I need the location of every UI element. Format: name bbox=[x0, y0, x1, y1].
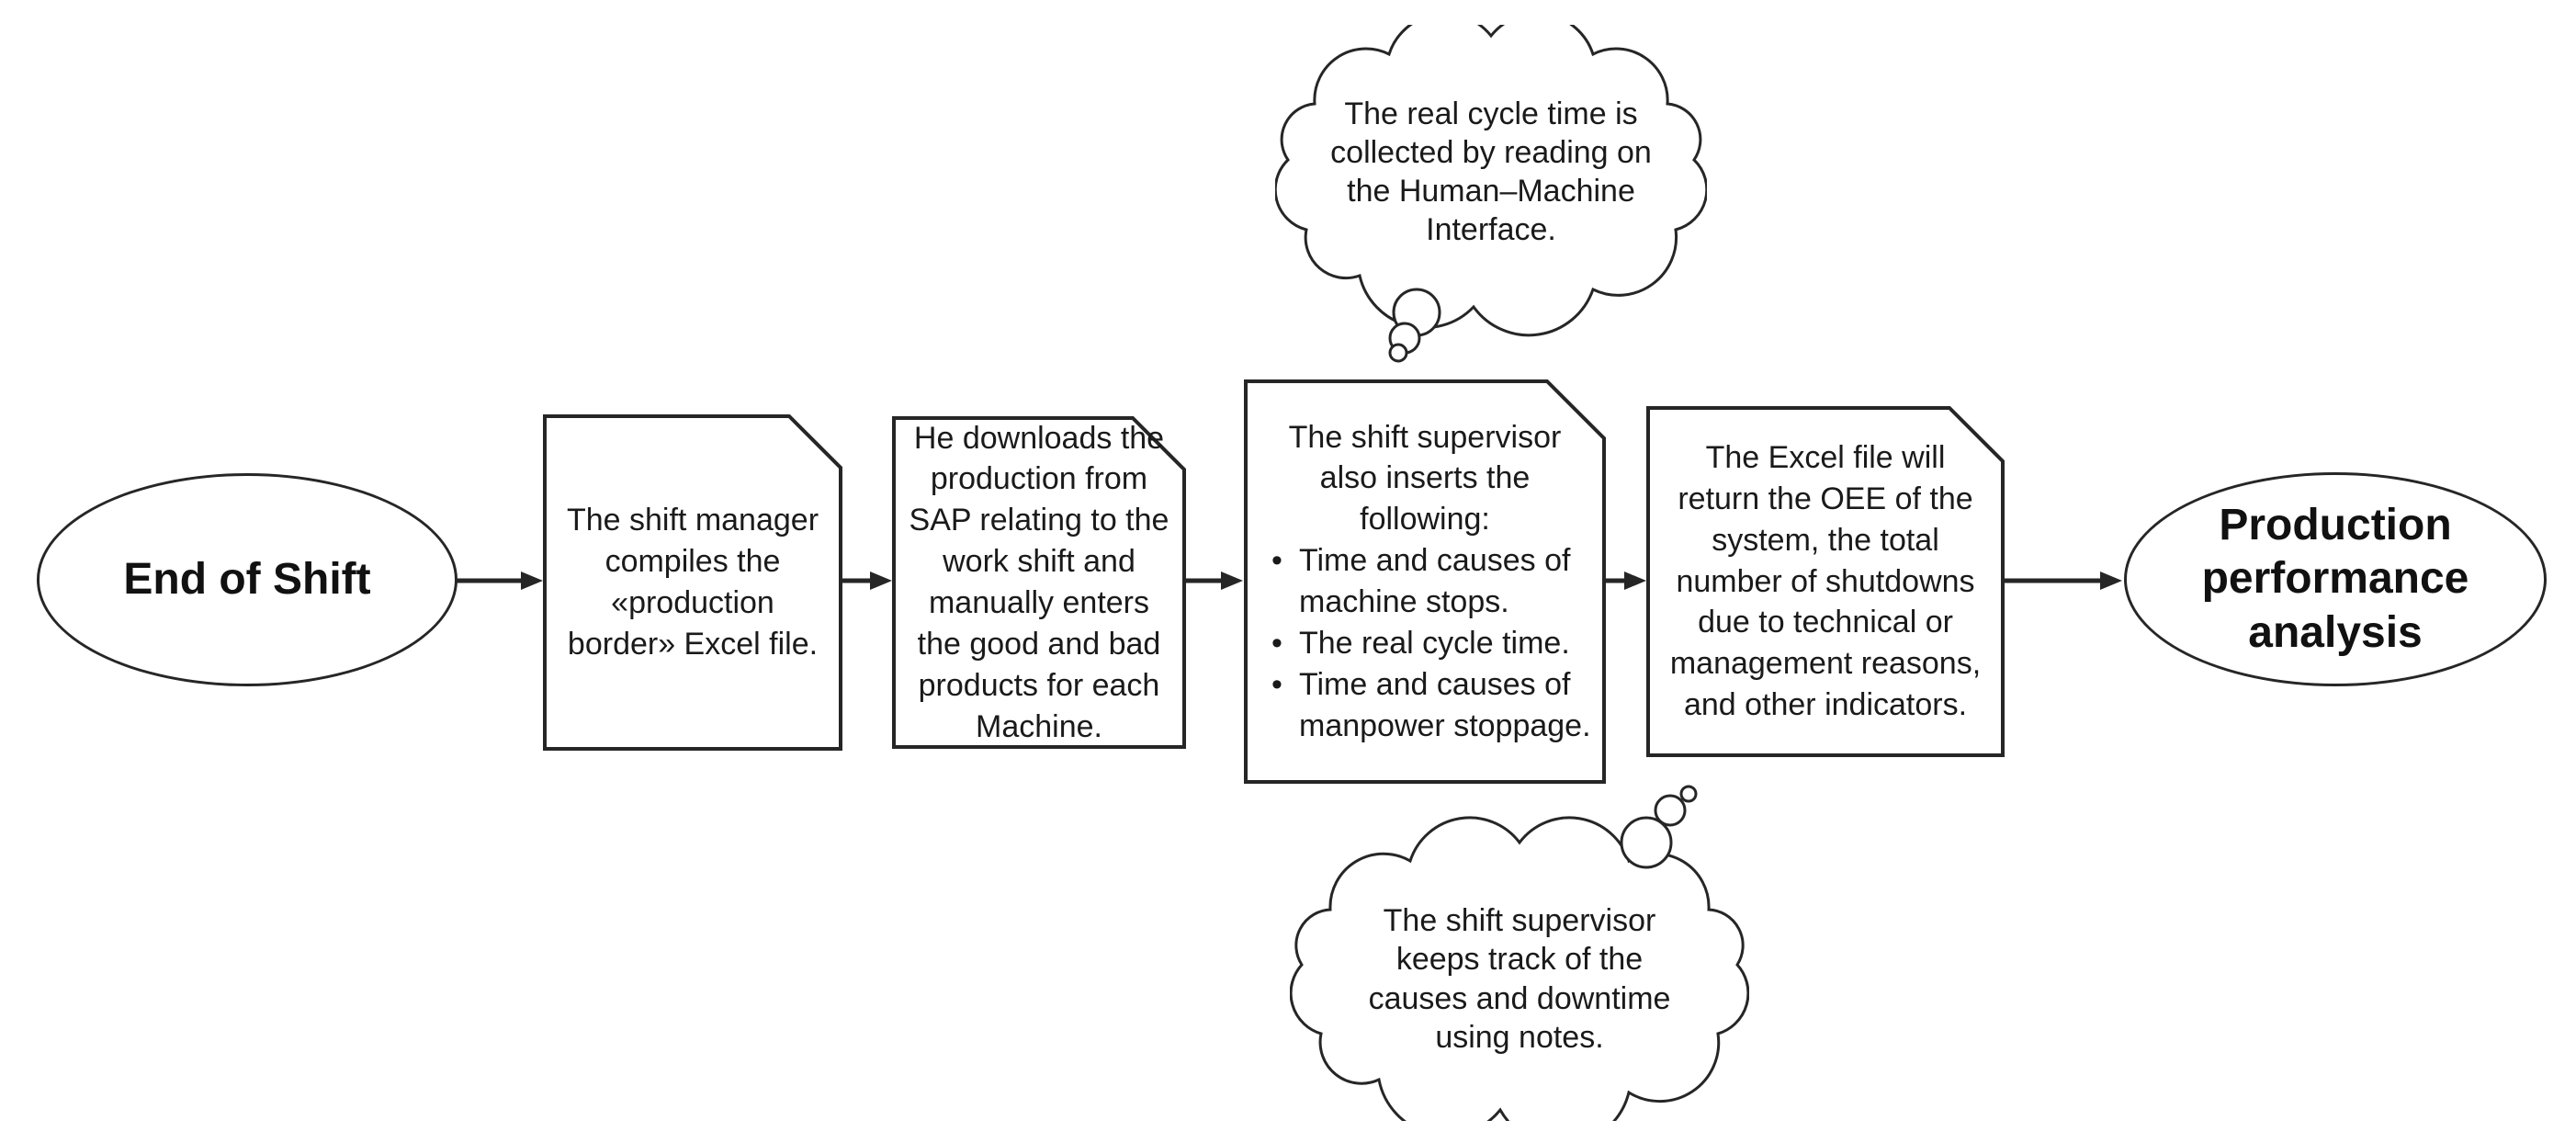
process-step-2: He downloads the production from SAP rel… bbox=[892, 416, 1186, 749]
flow-arrow-5 bbox=[2005, 567, 2124, 594]
thought-cloud-top: The real cycle time is collected by read… bbox=[1275, 25, 1707, 374]
process-step-3-bullet-list: Time and causes of machine stops. The re… bbox=[1259, 540, 1591, 746]
process-step-4: The Excel file will return the OEE of th… bbox=[1646, 406, 2005, 757]
thought-bubble-tail-icon bbox=[1620, 816, 1673, 869]
process-step-3-heading: The shift supervisor also inserts the fo… bbox=[1288, 419, 1562, 538]
start-node: End of Shift bbox=[37, 473, 458, 686]
document-outline-icon bbox=[543, 414, 842, 751]
flow-arrow-2 bbox=[842, 567, 894, 594]
thought-cloud-bottom-text: The shift supervisor keeps track of the … bbox=[1368, 903, 1671, 1055]
end-node: Production performance analysis bbox=[2124, 472, 2547, 686]
process-step-1: The shift manager compiles the «producti… bbox=[543, 414, 842, 751]
bullet-item: Time and causes of machine stops. bbox=[1259, 540, 1591, 623]
thought-cloud-top-text: The real cycle time is collected by read… bbox=[1330, 96, 1652, 248]
arrow-icon bbox=[1186, 572, 1243, 590]
process-step-2-text: He downloads the production from SAP rel… bbox=[909, 420, 1169, 744]
bullet-item: The real cycle time. bbox=[1259, 623, 1591, 664]
thought-bubble-tail-icon bbox=[1654, 794, 1687, 827]
cloud-icon bbox=[1290, 785, 1749, 1121]
flow-arrow-1 bbox=[457, 567, 545, 594]
process-step-4-text: The Excel file will return the OEE of th… bbox=[1669, 439, 1982, 723]
arrow-icon bbox=[457, 572, 543, 590]
thought-cloud-bottom: The shift supervisor keeps track of the … bbox=[1290, 781, 1749, 1121]
process-step-3-text: The shift supervisor also inserts the fo… bbox=[1244, 379, 1606, 784]
thought-bubble-tail-icon bbox=[1679, 785, 1698, 803]
cloud-icon bbox=[1275, 25, 1707, 363]
end-node-label: Production performance analysis bbox=[2201, 500, 2469, 657]
document-outline-icon bbox=[1646, 406, 2005, 757]
document-outline-icon bbox=[892, 416, 1186, 749]
process-step-1-text: The shift manager compiles the «producti… bbox=[566, 503, 819, 662]
flow-arrow-4 bbox=[1606, 567, 1648, 594]
arrow-icon bbox=[2005, 572, 2122, 590]
arrow-icon bbox=[842, 572, 892, 590]
arrow-icon bbox=[1606, 572, 1646, 590]
start-node-label: End of Shift bbox=[123, 554, 371, 604]
thought-bubble-tail-icon bbox=[1388, 343, 1408, 363]
flow-arrow-3 bbox=[1186, 567, 1245, 594]
process-step-3: The shift supervisor also inserts the fo… bbox=[1244, 379, 1606, 784]
bullet-item: Time and causes of manpower stoppage. bbox=[1259, 664, 1591, 747]
